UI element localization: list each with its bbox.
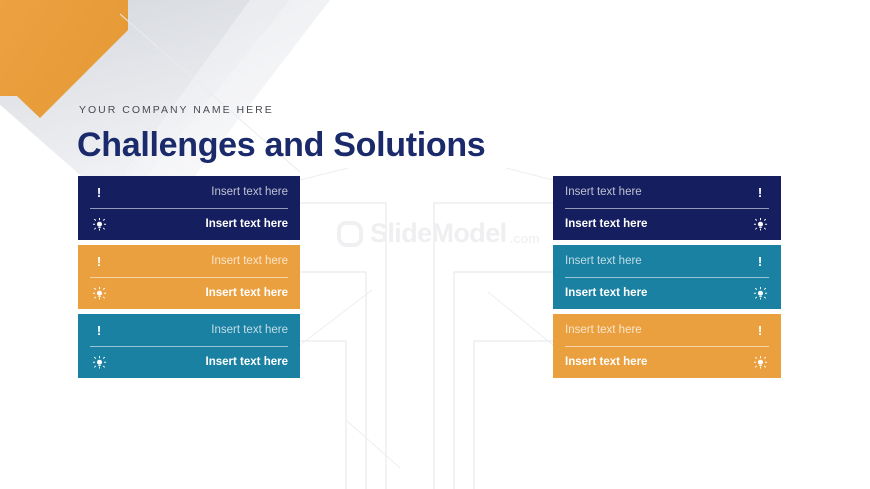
watermark-name: SlideModel (370, 218, 507, 248)
connector-left-2 (300, 271, 367, 489)
solution-text: Insert text here (565, 218, 648, 230)
exclamation-icon: ! (757, 184, 763, 200)
slidemodel-watermark: SlideModel .com (337, 218, 540, 249)
challenge-text: Insert text here (211, 324, 288, 336)
left-card-1[interactable]: ! Insert text here Inser (78, 176, 300, 240)
accent-diagonal-left (299, 289, 373, 346)
left-card-2[interactable]: ! Insert text here Inser (78, 245, 300, 309)
connector-right-2 (453, 271, 553, 489)
exclamation-icon: ! (96, 253, 102, 269)
accent-diagonal-top-right (505, 167, 554, 181)
company-name-kicker: YOUR COMPANY NAME HERE (79, 104, 274, 116)
solution-text: Insert text here (205, 218, 288, 230)
challenge-row: ! Insert text here (90, 246, 288, 277)
connector-left-3 (300, 340, 347, 489)
solution-text: Insert text here (205, 287, 288, 299)
challenge-row: ! Insert text here (90, 177, 288, 208)
right-card-2[interactable]: Insert text here ! Insert text here (553, 245, 781, 309)
accent-diagonal-right (487, 291, 554, 346)
solution-row: Insert text here (90, 347, 288, 378)
lightbulb-icon (751, 217, 769, 232)
solution-row: Insert text here (90, 209, 288, 240)
solution-row: Insert text here (565, 278, 769, 309)
exclamation-icon: ! (96, 184, 102, 200)
accent-diagonal-bottom (345, 419, 401, 469)
solution-row: Insert text here (565, 347, 769, 378)
challenge-text: Insert text here (565, 186, 642, 198)
lightbulb-icon (751, 286, 769, 301)
exclamation-icon: ! (757, 322, 763, 338)
card-divider (90, 276, 288, 278)
lightbulb-icon (90, 355, 108, 370)
challenge-row: Insert text here ! (565, 315, 769, 346)
right-card-1[interactable]: Insert text here ! Insert text here (553, 176, 781, 240)
connector-right-3 (473, 340, 553, 489)
connector-left-1 (300, 202, 387, 489)
card-divider (565, 207, 769, 209)
challenge-row: ! Insert text here (90, 315, 288, 346)
solution-row: Insert text here (565, 209, 769, 240)
solution-row: Insert text here (90, 278, 288, 309)
watermark-suffix: .com (509, 231, 540, 246)
solution-text: Insert text here (565, 356, 648, 368)
solution-text: Insert text here (565, 287, 648, 299)
page-title: Challenges and Solutions (77, 126, 486, 164)
left-card-3[interactable]: ! Insert text here Inser (78, 314, 300, 378)
challenge-text: Insert text here (565, 324, 642, 336)
challenge-text: Insert text here (565, 255, 642, 267)
lightbulb-icon (90, 217, 108, 232)
card-divider (90, 345, 288, 347)
challenge-text: Insert text here (211, 186, 288, 198)
challenge-text: Insert text here (211, 255, 288, 267)
lightbulb-icon (751, 355, 769, 370)
challenge-row: Insert text here ! (565, 246, 769, 277)
watermark-logo-icon (337, 220, 363, 247)
card-divider (565, 345, 769, 347)
lightbulb-icon (90, 286, 108, 301)
exclamation-icon: ! (757, 253, 763, 269)
card-divider (565, 276, 769, 278)
accent-diagonal-top-left (299, 167, 349, 181)
challenge-row: Insert text here ! (565, 177, 769, 208)
right-card-3[interactable]: Insert text here ! Insert text here (553, 314, 781, 378)
card-divider (90, 207, 288, 209)
exclamation-icon: ! (96, 322, 102, 338)
solution-text: Insert text here (205, 356, 288, 368)
connector-right-1 (433, 202, 553, 489)
